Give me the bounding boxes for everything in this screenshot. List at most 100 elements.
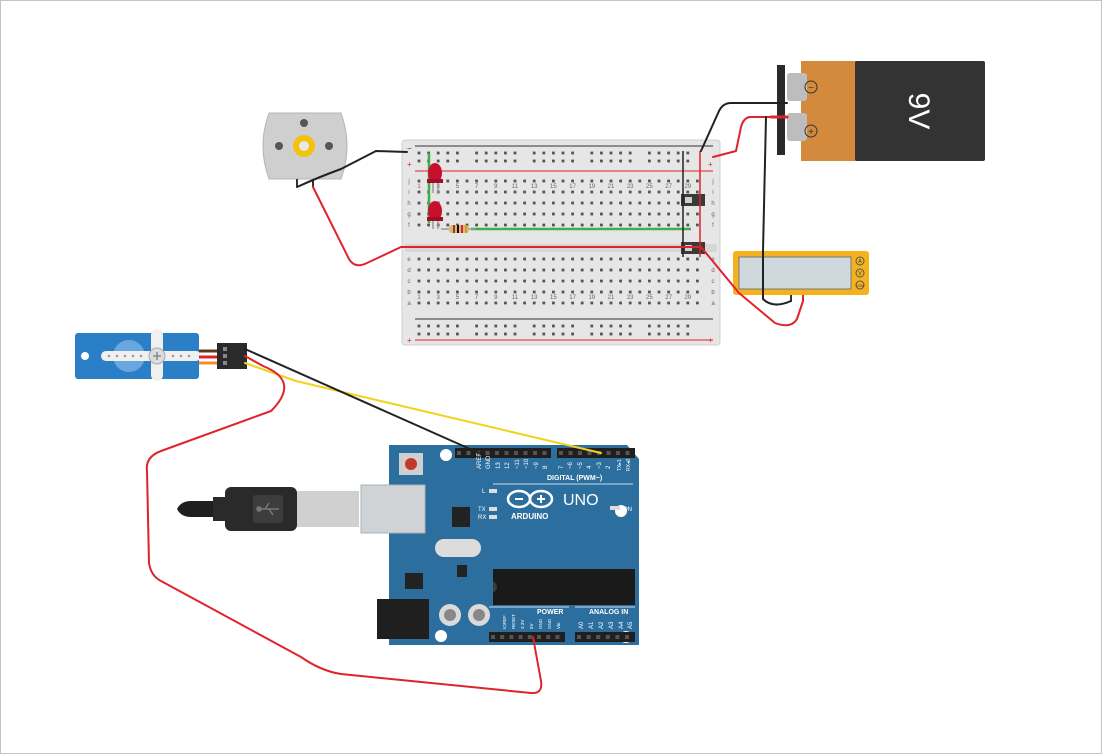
breadboard-hole[interactable] bbox=[475, 324, 478, 328]
breadboard-hole[interactable] bbox=[532, 279, 536, 283]
breadboard-hole[interactable] bbox=[600, 212, 603, 216]
breadboard-hole[interactable] bbox=[465, 179, 469, 183]
breadboard-hole[interactable] bbox=[542, 159, 546, 163]
breadboard-hole[interactable] bbox=[494, 201, 498, 205]
header-pin[interactable] bbox=[491, 635, 495, 639]
breadboard-hole[interactable] bbox=[532, 301, 536, 305]
breadboard-hole[interactable] bbox=[494, 268, 498, 272]
breadboard-hole[interactable] bbox=[475, 201, 478, 205]
breadboard-hole[interactable] bbox=[657, 179, 661, 183]
breadboard-hole[interactable] bbox=[686, 190, 690, 194]
breadboard-hole[interactable] bbox=[638, 279, 642, 283]
breadboard-hole[interactable] bbox=[600, 290, 603, 294]
breadboard-hole[interactable] bbox=[590, 279, 594, 283]
breadboard-hole[interactable] bbox=[513, 332, 517, 336]
breadboard-hole[interactable] bbox=[619, 301, 622, 305]
breadboard-hole[interactable] bbox=[667, 151, 670, 155]
breadboard-hole[interactable] bbox=[676, 190, 680, 194]
breadboard-hole[interactable] bbox=[542, 332, 546, 336]
breadboard-hole[interactable] bbox=[628, 257, 632, 261]
breadboard-hole[interactable] bbox=[648, 332, 651, 336]
breadboard-hole[interactable] bbox=[542, 290, 546, 294]
breadboard-hole[interactable] bbox=[456, 151, 459, 155]
breadboard-hole[interactable] bbox=[609, 279, 613, 283]
motor-ground-wire[interactable] bbox=[296, 150, 408, 188]
breadboard-hole[interactable] bbox=[600, 151, 603, 155]
breadboard-hole[interactable] bbox=[456, 290, 459, 294]
breadboard-hole[interactable] bbox=[417, 159, 421, 163]
breadboard-hole[interactable] bbox=[427, 324, 430, 328]
breadboard-hole[interactable] bbox=[465, 290, 469, 294]
breadboard-hole[interactable] bbox=[552, 324, 555, 328]
breadboard-hole[interactable] bbox=[648, 151, 651, 155]
breadboard-hole[interactable] bbox=[619, 159, 622, 163]
breadboard-hole[interactable] bbox=[504, 332, 507, 336]
motor-power-wire[interactable] bbox=[312, 186, 804, 327]
breadboard-hole[interactable] bbox=[465, 212, 469, 216]
breadboard-hole[interactable] bbox=[686, 257, 690, 261]
breadboard-hole[interactable] bbox=[436, 324, 440, 328]
breadboard-hole[interactable] bbox=[475, 223, 478, 227]
breadboard-hole[interactable] bbox=[657, 324, 661, 328]
breadboard-hole[interactable] bbox=[638, 223, 642, 227]
breadboard-hole[interactable] bbox=[513, 279, 517, 283]
breadboard-hole[interactable] bbox=[686, 279, 690, 283]
breadboard-hole[interactable] bbox=[657, 290, 661, 294]
breadboard-hole[interactable] bbox=[676, 179, 680, 183]
breadboard-hole[interactable] bbox=[686, 290, 690, 294]
breadboard-hole[interactable] bbox=[504, 151, 507, 155]
breadboard-hole[interactable] bbox=[494, 212, 498, 216]
breadboard-hole[interactable] bbox=[648, 190, 651, 194]
breadboard-hole[interactable] bbox=[532, 179, 536, 183]
breadboard-hole[interactable] bbox=[513, 190, 517, 194]
breadboard-hole[interactable] bbox=[676, 159, 680, 163]
breadboard-hole[interactable] bbox=[590, 332, 594, 336]
breadboard-hole[interactable] bbox=[417, 179, 421, 183]
breadboard-hole[interactable] bbox=[446, 301, 450, 305]
breadboard-hole[interactable] bbox=[504, 223, 507, 227]
header-pin[interactable] bbox=[605, 635, 610, 639]
breadboard-hole[interactable] bbox=[600, 190, 603, 194]
breadboard-hole[interactable] bbox=[494, 190, 498, 194]
breadboard-hole[interactable] bbox=[465, 201, 469, 205]
breadboard-hole[interactable] bbox=[552, 301, 555, 305]
breadboard-hole[interactable] bbox=[686, 159, 690, 163]
breadboard-hole[interactable] bbox=[465, 279, 469, 283]
breadboard-hole[interactable] bbox=[523, 257, 526, 261]
breadboard-hole[interactable] bbox=[456, 279, 459, 283]
breadboard-hole[interactable] bbox=[484, 257, 488, 261]
breadboard-hole[interactable] bbox=[484, 279, 488, 283]
breadboard-hole[interactable] bbox=[523, 290, 526, 294]
breadboard-hole[interactable] bbox=[552, 151, 555, 155]
breadboard-hole[interactable] bbox=[494, 257, 498, 261]
breadboard-hole[interactable] bbox=[446, 279, 450, 283]
breadboard-hole[interactable] bbox=[561, 257, 565, 261]
breadboard-hole[interactable] bbox=[696, 223, 699, 227]
breadboard-hole[interactable] bbox=[532, 190, 536, 194]
breadboard-hole[interactable] bbox=[696, 190, 699, 194]
breadboard-hole[interactable] bbox=[648, 324, 651, 328]
breadboard-hole[interactable] bbox=[436, 257, 440, 261]
breadboard-hole[interactable] bbox=[532, 268, 536, 272]
breadboard-hole[interactable] bbox=[552, 332, 555, 336]
breadboard-hole[interactable] bbox=[475, 159, 478, 163]
dc-motor[interactable] bbox=[262, 112, 348, 187]
breadboard-hole[interactable] bbox=[657, 268, 661, 272]
breadboard-hole[interactable] bbox=[580, 301, 584, 305]
header-pin[interactable] bbox=[625, 635, 629, 639]
breadboard-hole[interactable] bbox=[504, 324, 507, 328]
breadboard-hole[interactable] bbox=[513, 268, 517, 272]
breadboard-hole[interactable] bbox=[619, 212, 622, 216]
breadboard-hole[interactable] bbox=[619, 324, 622, 328]
breadboard-hole[interactable] bbox=[648, 212, 651, 216]
breadboard-hole[interactable] bbox=[504, 179, 507, 183]
breadboard-hole[interactable] bbox=[571, 268, 574, 272]
breadboard-hole[interactable] bbox=[628, 190, 632, 194]
breadboard-hole[interactable] bbox=[484, 151, 488, 155]
breadboard-hole[interactable] bbox=[628, 279, 632, 283]
breadboard-hole[interactable] bbox=[542, 301, 546, 305]
header-pin[interactable] bbox=[586, 635, 591, 639]
breadboard-hole[interactable] bbox=[648, 159, 651, 163]
header-pin[interactable] bbox=[509, 635, 514, 639]
breadboard-hole[interactable] bbox=[456, 268, 459, 272]
